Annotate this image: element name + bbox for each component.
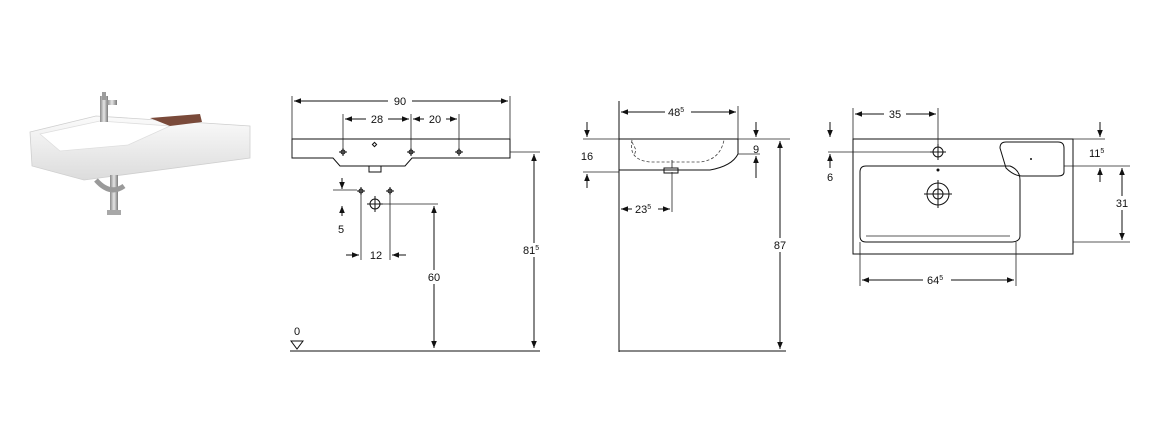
dim-48-label: 48 [668,107,680,119]
product-photo [29,92,251,215]
dim-90-label: 90 [394,96,406,108]
bowl-profile-hidden [631,139,725,163]
bowl-outline-top [859,165,1021,243]
dim-31: 31 [1111,168,1133,240]
outlet-side [663,167,679,174]
shelf-top [999,141,1065,177]
dim-35-label: 35 [889,109,901,121]
faucet-spout [107,100,117,105]
dim-81-label: 81 [523,245,535,257]
basin-bowl [39,120,171,152]
dim-87: 87 [769,141,791,349]
waste-hole-top [924,180,952,208]
dim-64-label: 64 [927,275,939,287]
dim-5-label: 5 [338,224,344,236]
dim-6: 6 [827,122,833,184]
dim-23-5: 235 [621,202,670,216]
waste-fixing-marks [357,187,394,212]
svg-text:235: 235 [635,204,651,216]
dim-64-5: 645 [862,273,1014,287]
dim-6-label: 6 [827,172,833,184]
top-view: 35 6 115 31 645 [827,107,1133,287]
dim-60-label: 60 [428,272,440,284]
trap-pipe [110,175,118,213]
dim-12-label: 12 [370,250,382,262]
dim-35: 35 [855,107,936,121]
dim-28: 28 [345,112,409,126]
basin-outline-side [619,138,739,171]
svg-text:815: 815 [523,245,539,257]
dim-width-90: 90 [294,94,508,108]
floor-label: 0 [294,326,300,338]
front-view: 90 28 20 5 12 60 815 [290,94,548,352]
svg-text:115: 115 [1089,148,1104,160]
faucet-body [100,96,108,122]
dim-48-sup: 5 [680,107,684,114]
svg-text:485: 485 [668,107,684,119]
trap-bend [94,178,126,193]
floor-marker [290,340,304,350]
dim-12: 12 [346,250,406,262]
dim-31-label: 31 [1116,198,1128,210]
shelf-tray [150,114,202,126]
dim-23-sup: 5 [647,204,651,211]
dim-64-sup: 5 [939,275,943,282]
dim-20: 20 [413,112,457,126]
faucet-lever [102,92,106,100]
dim-5: 5 [338,178,345,236]
tap-hole-top [930,144,946,160]
tap-hole-mark [339,141,463,156]
outlet-front [368,165,382,173]
dim-11-sup: 5 [1100,148,1104,155]
dim-11-5: 115 [1089,122,1104,182]
dim-9-label: 9 [753,144,759,156]
trap-flange [107,210,121,215]
dim-81-5: 815 [522,154,548,348]
dim-9: 9 [753,122,759,178]
dim-11-label: 11 [1089,148,1100,160]
dim-28-label: 28 [371,114,383,126]
dim-23-label: 23 [635,204,647,216]
dim-16: 16 [581,122,593,188]
dim-16-label: 16 [581,151,593,163]
dim-20-label: 20 [429,114,441,126]
dim-60: 60 [424,206,444,348]
basin-outline-top [852,138,1074,255]
basin-outline-front [291,138,511,167]
dim-81-sup: 5 [535,245,539,252]
dim-48-5: 485 [621,105,736,119]
dim-87-label: 87 [774,240,786,252]
svg-text:645: 645 [927,275,943,287]
side-view: 485 16 9 235 87 [581,101,791,352]
